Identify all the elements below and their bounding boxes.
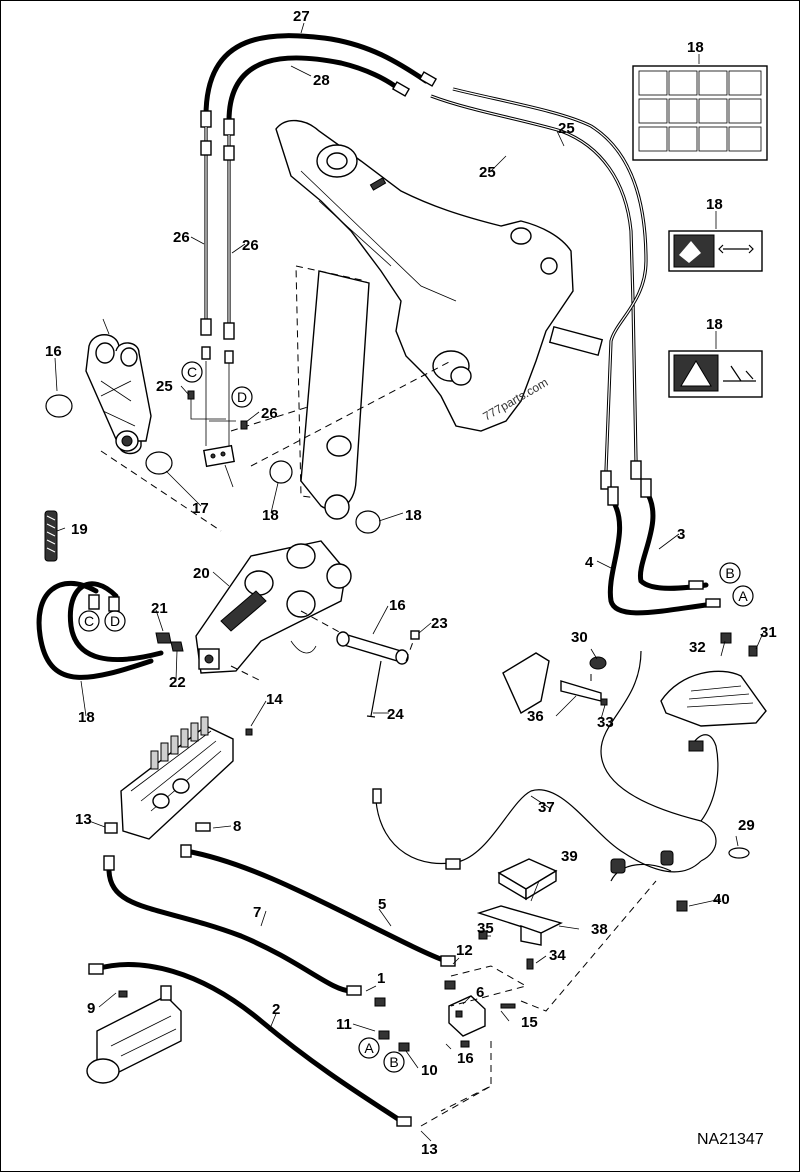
callout-label: 40 <box>713 891 730 908</box>
callout-label: 26 <box>261 405 278 422</box>
callout-label: 3 <box>677 526 685 543</box>
hose-19 <box>36 580 164 680</box>
ref-circle: A <box>364 1040 374 1056</box>
ref-circle: C <box>187 364 197 380</box>
callout-label: 6 <box>476 984 484 1001</box>
callout-label: 16 <box>45 343 62 360</box>
circled-references: B A C D C D A B <box>78 361 754 1073</box>
leader-lines <box>54 22 764 1142</box>
callout-label: 36 <box>527 708 544 725</box>
callout-label: 27 <box>293 8 310 25</box>
callout-label: 7 <box>253 904 261 921</box>
callout-label: 23 <box>431 615 448 632</box>
callout-label: 10 <box>421 1062 438 1079</box>
callout-label: 18 <box>706 196 723 213</box>
callout-label: 12 <box>456 942 473 959</box>
fitting-46 <box>676 900 688 912</box>
callout-label: 39 <box>561 848 578 865</box>
callout-label: 25 <box>558 120 575 137</box>
link-48 <box>85 334 222 532</box>
tubes-29-30 <box>430 87 648 490</box>
fittings-25 <box>155 632 184 652</box>
callout-label: 11 <box>336 1016 352 1033</box>
drawing-number: NA21347 <box>697 1131 764 1148</box>
callout-label: 8 <box>233 818 241 835</box>
callout-label: 26 <box>242 237 259 254</box>
control-valve <box>104 716 253 840</box>
callout-label: 24 <box>387 706 404 723</box>
callout-label: 38 <box>591 921 608 938</box>
callout-label: 37 <box>538 799 555 816</box>
callout-label: 4 <box>585 554 594 571</box>
controller-45 <box>497 858 558 901</box>
hoses-lower <box>88 844 456 1127</box>
callout-label: 22 <box>169 674 186 691</box>
solenoid-valve-6 <box>374 880 657 1127</box>
pin-17 <box>300 610 420 718</box>
ref-circle: B <box>389 1054 398 1070</box>
callout-label: 28 <box>313 72 330 89</box>
ref-circle: C <box>84 613 94 629</box>
callout-label: 9 <box>87 1000 95 1017</box>
callout-label: 18 <box>706 316 723 333</box>
callout-label: 16 <box>457 1050 474 1067</box>
ref-circle: D <box>237 389 247 405</box>
callout-label: 2 <box>272 1001 280 1018</box>
ref-circle: A <box>738 588 748 604</box>
decal-21 <box>668 230 763 272</box>
decal-20 <box>632 65 768 161</box>
callout-label: 25 <box>156 378 173 395</box>
callout-label: 20 <box>193 565 210 582</box>
joystick-console <box>660 632 767 822</box>
arm <box>230 265 452 520</box>
callout-label: 13 <box>421 1141 438 1158</box>
callout-label: 30 <box>571 629 588 646</box>
callout-label: 26 <box>173 229 190 246</box>
callout-label: 33 <box>597 714 614 731</box>
callout-label: 14 <box>266 691 283 708</box>
tubes-31-32 <box>200 127 235 364</box>
hoses-3-4 <box>607 478 721 616</box>
callout-label: 18 <box>78 709 95 726</box>
manifold-block-47 <box>187 361 248 468</box>
boom <box>275 119 604 432</box>
callout-label: 18 <box>405 507 422 524</box>
callout-label: 31 <box>760 624 777 641</box>
callout-label: 19 <box>71 521 88 538</box>
callout-label: 35 <box>477 920 494 937</box>
ref-circle: B <box>725 565 734 581</box>
callout-label: 32 <box>689 639 706 656</box>
callout-label: 21 <box>151 600 168 617</box>
bracket-44 <box>476 905 563 970</box>
clip-35 <box>728 847 750 859</box>
callout-label: 1 <box>377 970 385 987</box>
callout-label: 18 <box>687 39 704 56</box>
callout-label: 15 <box>521 1014 538 1031</box>
callout-label: 25 <box>479 164 496 181</box>
pedal-valve <box>86 985 182 1084</box>
ref-circle: D <box>110 613 120 629</box>
callout-label: 34 <box>549 947 566 964</box>
bracket-42 <box>502 652 608 715</box>
callout-label: 17 <box>192 500 209 517</box>
callout-label: 13 <box>75 811 92 828</box>
harness-43 <box>372 650 717 882</box>
callout-numbers: 27 28 25 25 26 26 16 18 18 18 25 26 17 1… <box>45 8 777 1158</box>
callout-label: 18 <box>262 507 279 524</box>
callout-label: 16 <box>389 597 406 614</box>
callout-label: 5 <box>378 896 386 913</box>
decal-22 <box>668 350 763 398</box>
coupler-24 <box>195 540 352 682</box>
callout-label: 29 <box>738 817 755 834</box>
pin-23 <box>44 510 58 562</box>
o-rings-18 <box>45 394 381 534</box>
